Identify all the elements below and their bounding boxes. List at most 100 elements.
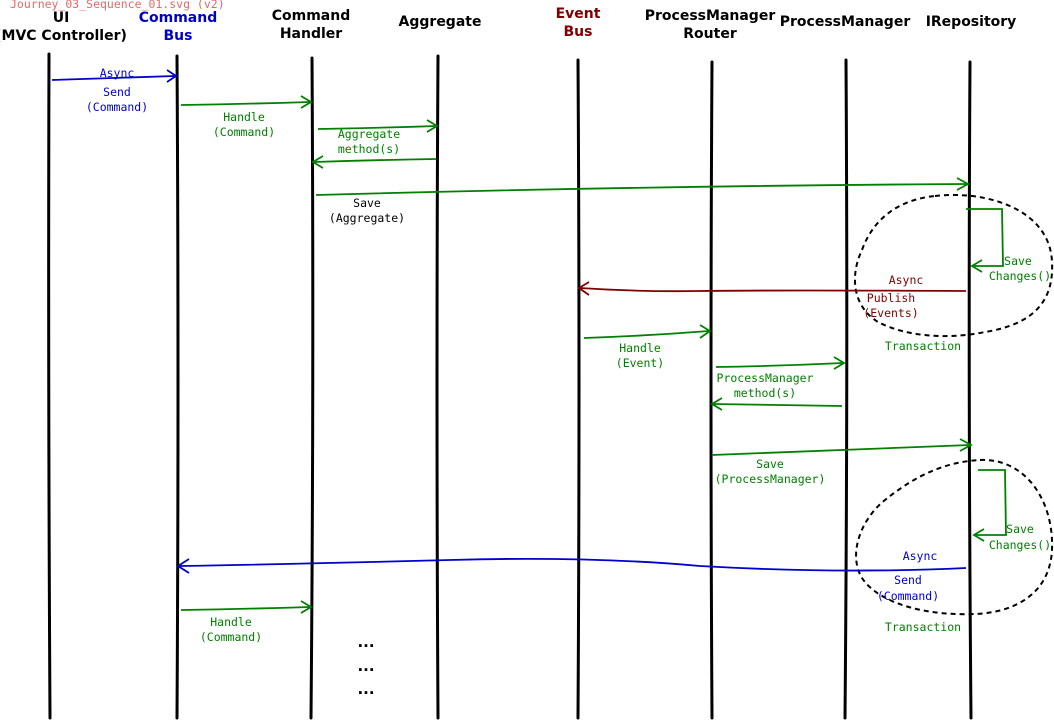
- message-label: ProcessManager: [717, 371, 814, 385]
- participant-process-manager-router: ProcessManager Router: [645, 8, 776, 42]
- message-label: Send: [894, 573, 922, 587]
- arrowhead-icon: [833, 356, 846, 370]
- message-save-process-manager: Save (ProcessManager): [711, 438, 973, 486]
- message-label: method(s): [338, 142, 400, 156]
- participant-process-manager: ProcessManager: [780, 14, 911, 30]
- message-label: Async: [903, 549, 938, 563]
- message-handle-command-2: Handle (Command): [180, 600, 313, 644]
- message-save-aggregate: Save (Aggregate): [315, 177, 970, 225]
- message-label: Save: [1004, 254, 1032, 268]
- message-label: (Command): [86, 100, 148, 114]
- message-save-changes-1: Save Changes(): [966, 208, 1051, 283]
- arrowhead-icon: [956, 177, 970, 191]
- participant-label: ProcessManager: [780, 14, 911, 30]
- message-label: Handle: [619, 341, 661, 355]
- lifeline-irepository: [967, 60, 973, 720]
- message-async-send-command-1: Async Send (Command): [51, 66, 178, 114]
- message-arrow-line: [711, 444, 971, 456]
- transaction-label: Transaction: [885, 339, 961, 353]
- lifelines: [47, 52, 973, 720]
- participant-label: Bus: [164, 28, 193, 44]
- transaction-boundary-2: [855, 458, 1054, 616]
- message-label: Aggregate: [338, 127, 400, 141]
- continuation-ellipsis: ... ... ...: [357, 633, 374, 698]
- ellipsis-text: ...: [357, 680, 374, 698]
- message-arrow-line: [715, 362, 844, 368]
- participant-label: Command: [139, 10, 218, 26]
- message-arrow-line: [179, 557, 967, 572]
- participant-irepository: IRepository: [926, 14, 1017, 30]
- message-label: Changes(): [989, 538, 1051, 552]
- arrowhead-icon: [166, 69, 178, 83]
- participant-label: ProcessManager: [645, 8, 776, 24]
- message-arrow-line: [579, 287, 967, 293]
- message-label: (Events): [863, 306, 918, 320]
- message-label: (Event): [616, 356, 664, 370]
- message-aggregate-methods-call: Aggregate method(s): [317, 119, 439, 156]
- message-label: Send: [103, 85, 131, 99]
- participant-label: Router: [683, 26, 737, 42]
- participant-event-bus: Event Bus: [556, 6, 601, 40]
- arrowhead-icon: [970, 259, 983, 273]
- message-label: Save: [1006, 522, 1034, 536]
- lifeline-ui: [47, 52, 52, 720]
- message-label: (Command): [200, 630, 262, 644]
- message-aggregate-methods-return: [311, 155, 437, 169]
- message-label: (Command): [213, 125, 275, 139]
- participant-label: Command: [272, 8, 351, 24]
- participant-label: Aggregate: [399, 14, 482, 30]
- transaction-boundary-1: [853, 194, 1054, 338]
- arrowhead-icon: [959, 438, 973, 452]
- participant-command-bus: Command Bus: [139, 10, 218, 44]
- ellipsis-text: ...: [357, 633, 374, 651]
- message-label: Save: [353, 196, 381, 210]
- participant-command-handler: Command Handler: [272, 8, 351, 42]
- message-pm-methods-return: [710, 397, 843, 411]
- message-handle-command-1: Handle (Command): [180, 95, 313, 139]
- message-label: Handle: [223, 110, 265, 124]
- message-save-changes-2: Save Changes(): [972, 469, 1051, 552]
- participant-label: IRepository: [926, 14, 1017, 30]
- arrowhead-icon: [300, 600, 313, 614]
- arrowhead-icon: [710, 397, 723, 411]
- arrowhead-icon: [311, 155, 324, 169]
- message-label: Changes(): [989, 269, 1051, 283]
- message-label: method(s): [734, 386, 796, 400]
- watermark-text: Journey_03_Sequence_01.svg (v2): [10, 0, 225, 11]
- message-async-publish-events: Async Publish (Events): [577, 273, 967, 320]
- arrowhead-icon: [699, 324, 712, 339]
- message-arrow-line: [180, 606, 311, 611]
- ellipsis-text: ...: [357, 657, 374, 675]
- message-label: Async: [889, 273, 924, 287]
- message-arrow-line: [966, 208, 1004, 267]
- message-async-send-command-2: Async Send (Command): [176, 549, 967, 603]
- lifeline-aggregate: [435, 54, 440, 720]
- message-label: Save: [756, 457, 784, 471]
- arrowhead-icon: [972, 528, 985, 542]
- message-arrow-line: [975, 469, 1007, 536]
- arrowhead-icon: [426, 119, 439, 133]
- message-label: (Aggregate): [329, 211, 405, 225]
- message-label: (Command): [877, 589, 939, 603]
- message-arrow-line: [317, 125, 437, 130]
- lifeline-event-bus: [576, 58, 581, 720]
- participant-ui: UI (MVC Controller): [0, 10, 127, 44]
- arrowhead-icon: [577, 281, 590, 296]
- lifeline-command-bus: [175, 54, 180, 720]
- message-arrow-line: [315, 183, 968, 196]
- message-label: Handle: [210, 615, 252, 629]
- lifeline-process-manager: [843, 58, 849, 720]
- participant-label: Bus: [564, 24, 593, 40]
- arrowhead-icon: [300, 95, 313, 109]
- participant-aggregate: Aggregate: [399, 14, 482, 30]
- participant-label: (MVC Controller): [0, 28, 127, 44]
- message-arrow-line: [583, 330, 710, 339]
- message-pm-methods-call: ProcessManager method(s): [715, 356, 846, 400]
- participant-label: Handler: [280, 26, 342, 42]
- message-arrow-line: [51, 75, 176, 81]
- message-label: Async: [100, 66, 135, 80]
- message-label: (ProcessManager): [715, 472, 826, 486]
- message-label: Publish: [867, 291, 915, 305]
